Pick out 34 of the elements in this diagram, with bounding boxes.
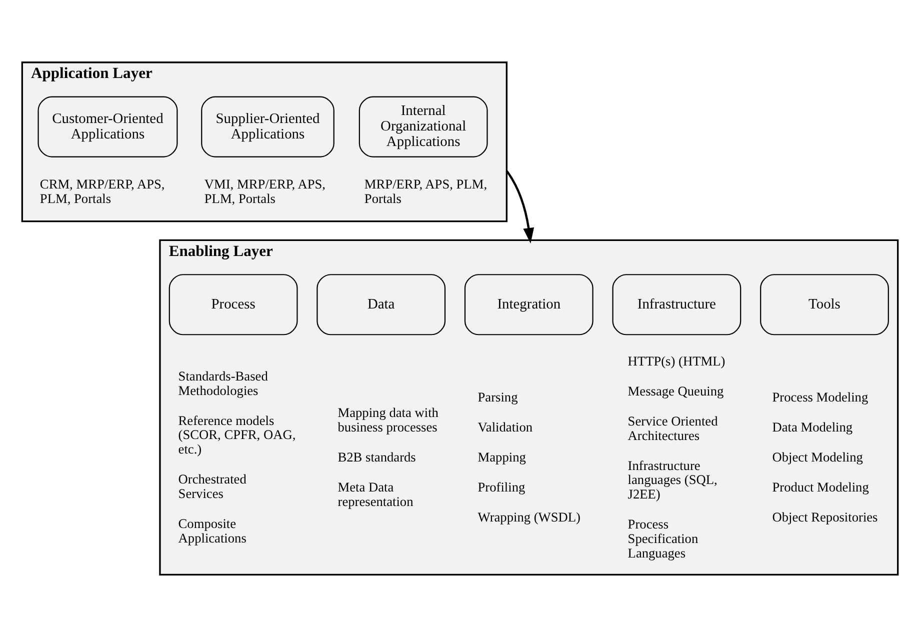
node-label: Service Oriented Architectures (628, 412, 718, 442)
node-label: Wrapping (WSDL) (478, 508, 581, 524)
node-label: Parsing (478, 388, 518, 404)
node-label: B2B standards (338, 448, 416, 464)
node-label: Reference models (SCOR, CPFR, OAG, etc.) (178, 412, 296, 456)
node-label: Infrastructure languages (SQL, J2EE) (628, 457, 718, 502)
node-label: Message Queuing (628, 382, 724, 398)
node-label: MRP/ERP, APS, PLM, Portals (364, 176, 488, 206)
node-label: Composite Applications (178, 516, 246, 546)
node-box: Supplier-Oriented Applications (201, 96, 334, 157)
node-label: Orchestrated Services (178, 471, 246, 501)
node-label: Mapping data with business processes (338, 404, 438, 434)
node-label: Object Repositories (772, 508, 878, 524)
node-box: Internal Organizational Applications (358, 96, 488, 157)
node-box: Process (168, 274, 298, 335)
node-box: Customer-Oriented Applications (38, 96, 178, 157)
node-label: Product Modeling (772, 478, 869, 494)
node-label: Process Specification Languages (628, 516, 698, 560)
node-box: Tools (760, 274, 889, 335)
node-label: Data Modeling (772, 418, 853, 434)
node-label: CRM, MRP/ERP, APS, PLM, Portals (40, 176, 165, 206)
node-box: Integration (464, 274, 594, 335)
node-box: Data (316, 274, 446, 335)
node-label: Process Modeling (772, 388, 868, 404)
node-label: VMI, MRP/ERP, APS, PLM, Portals (204, 176, 326, 206)
node-label: Meta Data representation (338, 478, 414, 508)
node-box: Infrastructure (612, 274, 742, 335)
node-label: Object Modeling (772, 448, 863, 464)
node-label: Mapping (478, 448, 526, 464)
arrow (506, 170, 534, 244)
node-label: Profiling (478, 478, 526, 494)
node-label: Validation (478, 418, 533, 434)
node-label: Standards-Based Methodologies (178, 368, 268, 398)
node-label: HTTP(s) (HTML) (628, 352, 726, 368)
